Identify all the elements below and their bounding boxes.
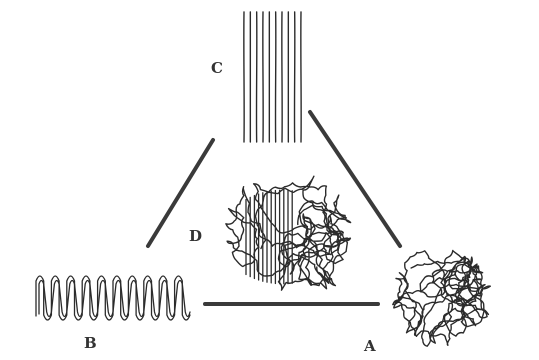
node-c-parallel-fibers xyxy=(244,12,301,142)
edge-c-b xyxy=(148,140,213,246)
label-c: C xyxy=(211,59,223,77)
label-b: B xyxy=(84,334,97,352)
triangle-edges xyxy=(148,112,400,304)
label-d: D xyxy=(189,227,202,245)
label-a: A xyxy=(363,337,376,355)
node-d-mixed-structure xyxy=(226,176,351,290)
node-a-random-coil xyxy=(393,251,491,347)
node-b-folded-chain xyxy=(36,276,190,320)
